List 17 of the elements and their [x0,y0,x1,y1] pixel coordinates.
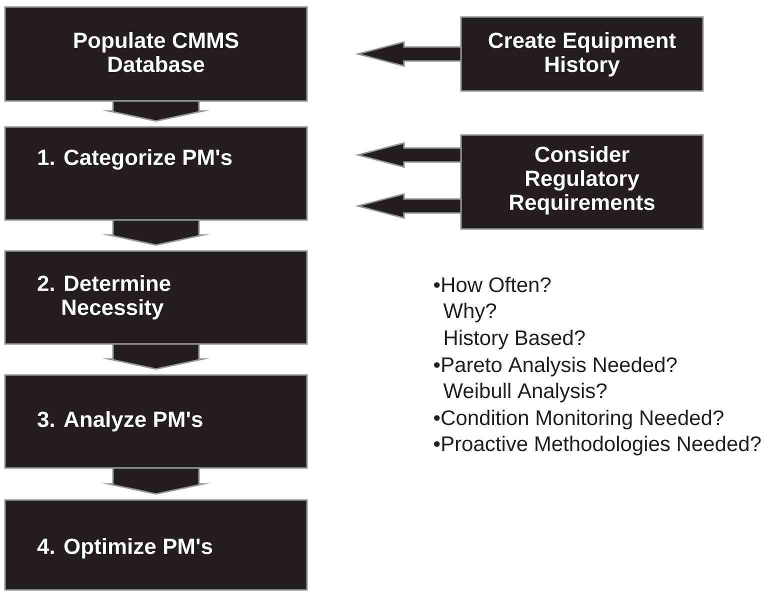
bullet-text: Weibull Analysis? [443,382,607,402]
bullet-text: Why? [443,302,496,322]
input-box: Consider Regulatory Requirements [460,134,704,230]
block-arrow [355,193,462,219]
step-box: 3. Analyze PM's [4,374,308,469]
bullet-text: •Pareto Analysis Needed? [434,356,677,376]
bullet-text: •Proactive Methodologies Needed? [434,436,761,456]
step-box: Populate CMMS Database [4,6,308,102]
bullet-text: History Based? [444,330,585,350]
input-box: Create Equipment History [460,16,704,92]
bullet-text: •Condition Monitoring Needed? [434,410,724,430]
block-arrow [355,41,462,67]
step-box: 2. Determine Necessity [4,250,308,345]
step-box: 1. Categorize PM's [4,126,308,221]
step-box: 4. Optimize PM's [4,499,308,591]
bullet-text: •How Often? [434,276,551,292]
block-arrow [355,142,462,168]
